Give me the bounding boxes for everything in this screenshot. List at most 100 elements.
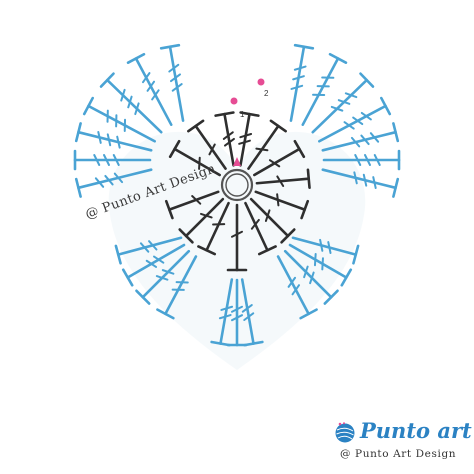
outer-right-lobe-stitch-2-hash <box>344 92 358 99</box>
outer-left-lobe-stitch-5-hash <box>93 154 101 166</box>
outer-left-lower-stitch-2-hash <box>161 269 175 275</box>
inner-stitch-1-top <box>187 119 205 133</box>
inner-round-stitches <box>164 111 311 272</box>
outer-right-lower-stitch-2-top <box>323 289 339 305</box>
outer-bottom-stitch-1-hash <box>231 314 243 322</box>
inner-stitch-7-post <box>254 190 306 211</box>
outer-right-lobe-stitch-3-hash <box>352 116 364 126</box>
inner-stitch-3-hash <box>238 139 251 145</box>
inner-stitch-3-post <box>239 112 251 167</box>
round-1-marker-label: 1 <box>240 110 245 119</box>
outer-left-lower-stitch-3-top <box>156 308 175 320</box>
outer-right-lobe-stitch-3-post <box>318 104 387 143</box>
outer-right-lobe-stitch-6-top <box>392 177 400 198</box>
outer-left-lobe-stitch-4-post <box>77 130 153 152</box>
outer-right-lower-stitch-2-hash <box>309 271 315 285</box>
logo-brand-name: Punto art <box>360 418 472 443</box>
outer-left-lower-stitch-2-top <box>135 289 151 305</box>
inner-stitch-13-post <box>168 190 220 211</box>
outer-left-lobe-stitch-0-top <box>159 43 181 50</box>
outer-right-lobe-stitch-5-hash <box>354 154 362 166</box>
outer-left-lower-stitch-2-post <box>141 249 191 299</box>
inner-stitch-12-post <box>184 197 225 238</box>
logo-tagline: @ Punto Art Design <box>340 448 457 460</box>
outer-bottom-stitch-0-hash <box>220 305 234 311</box>
inner-stitch-2-top <box>214 111 235 117</box>
outer-bottom-stitch-2-top <box>243 340 264 347</box>
outer-right-lobe-stitch-4-hash <box>369 132 380 143</box>
outer-left-lobe-stitch-6-hash <box>113 172 124 184</box>
outer-right-lobe-stitch-6-hash <box>372 176 377 190</box>
outer-right-lower-stitch-0-hash <box>319 238 324 252</box>
inner-stitch-6-top <box>306 168 311 189</box>
outer-left-lobe-stitch-0-post <box>168 45 185 122</box>
outer-right-lobe-stitch-2-top <box>359 72 375 88</box>
outer-left-lower-stitch-0-hash <box>139 242 150 253</box>
inner-stitch-5-post <box>253 147 301 177</box>
outer-left-lower-stitch-1-post <box>126 243 186 279</box>
inner-stitch-8-post <box>249 197 290 238</box>
inner-stitch-5-hash <box>268 159 281 168</box>
outer-left-lobe-stitch-4-hash <box>116 135 121 149</box>
outer-left-lobe-stitch-2-top <box>99 72 115 88</box>
outer-right-lobe-stitch-0-hash <box>292 75 305 81</box>
outer-right-lower-stitch-1-hash <box>313 253 317 267</box>
outer-right-lobe-stitch-0-top <box>293 43 315 50</box>
outer-right-lobe-stitch-4-post <box>321 130 397 152</box>
outer-right-lobe-stitch-0-hash <box>293 65 307 71</box>
inner-stitch-2-post <box>223 112 235 167</box>
outer-left-lobe-stitch-5-hash <box>103 154 110 166</box>
outer-left-lower-stitch-2-hash <box>155 275 169 281</box>
inner-stitch-12-hash <box>200 212 213 219</box>
outer-right-lower-stitch-3-post <box>276 255 310 316</box>
inner-stitch-9-hash <box>250 218 260 230</box>
inner-stitch-3-top <box>239 111 260 117</box>
outer-right-lobe-stitch-0-post <box>289 45 306 122</box>
outer-right-lower-stitch-3-hash <box>287 276 297 288</box>
outer-right-lobe-stitch-2-hash <box>330 105 344 112</box>
outer-right-lobe-stitch-4-hash <box>350 136 361 148</box>
round-2-marker-dot <box>257 78 265 86</box>
outer-right-lobe-stitch-6-hash <box>353 171 358 185</box>
inner-stitch-9-post <box>244 201 269 252</box>
magic-ring <box>220 168 254 202</box>
outer-right-lobe-stitch-4-top <box>392 122 400 143</box>
outer-left-lobe-stitch-6-hash <box>94 177 105 188</box>
outer-bottom-stitch-0-hash <box>218 314 232 320</box>
outer-right-lobe-stitch-6-post <box>321 168 397 190</box>
outer-left-lobe-stitch-2-post <box>105 78 163 134</box>
outer-bottom-stitch-2-hash <box>243 312 255 322</box>
inner-stitch-10-hash <box>231 230 243 238</box>
outer-right-lobe-stitch-3-hash <box>360 111 372 121</box>
outer-left-lobe-stitch-0-hash <box>168 63 180 73</box>
outer-left-lobe-stitch-1-post <box>134 57 173 126</box>
magic-ring-inner <box>225 173 249 197</box>
outer-bottom-stitch-2-post <box>240 278 255 345</box>
outer-bottom-stitch-1-hash <box>231 305 243 313</box>
outer-left-lower-stitch-1-top <box>121 268 134 287</box>
outer-right-lower-stitch-0-hash <box>327 241 332 254</box>
inner-stitch-13-hash <box>191 195 202 205</box>
inner-stitch-9-top <box>257 245 277 256</box>
outer-left-lobe-stitch-2-hash <box>134 102 140 116</box>
outer-right-lower-stitch-0-post <box>291 236 358 256</box>
outer-right-lower-stitch-1-hash <box>321 257 324 271</box>
outer-left-lobe-stitch-2-hash <box>127 95 133 109</box>
outer-left-lobe-stitch-3-post <box>87 104 156 143</box>
inner-stitch-1-hash <box>208 143 216 156</box>
outer-bottom-stitch-2-hash <box>241 304 253 313</box>
inner-stitch-7-top <box>300 199 310 220</box>
outer-right-lower-stitch-3-top <box>299 308 318 320</box>
outer-left-lobe-stitch-1-hash <box>151 89 160 101</box>
inner-stitch-4-top <box>269 119 287 133</box>
inner-stitch-8-top <box>280 228 296 244</box>
inner-stitch-0-hash <box>198 156 201 170</box>
outer-right-lower-stitch-2-hash <box>303 265 309 279</box>
outer-bottom-stitch-0-post <box>219 278 234 345</box>
outer-right-lower-stitch-3-hash <box>291 284 301 296</box>
outer-left-lobe-stitch-6-top <box>74 177 82 198</box>
outer-left-lobe-stitch-1-top <box>126 52 146 64</box>
inner-stitch-2-hash <box>223 137 235 147</box>
inner-stitch-4-hash <box>255 147 269 152</box>
